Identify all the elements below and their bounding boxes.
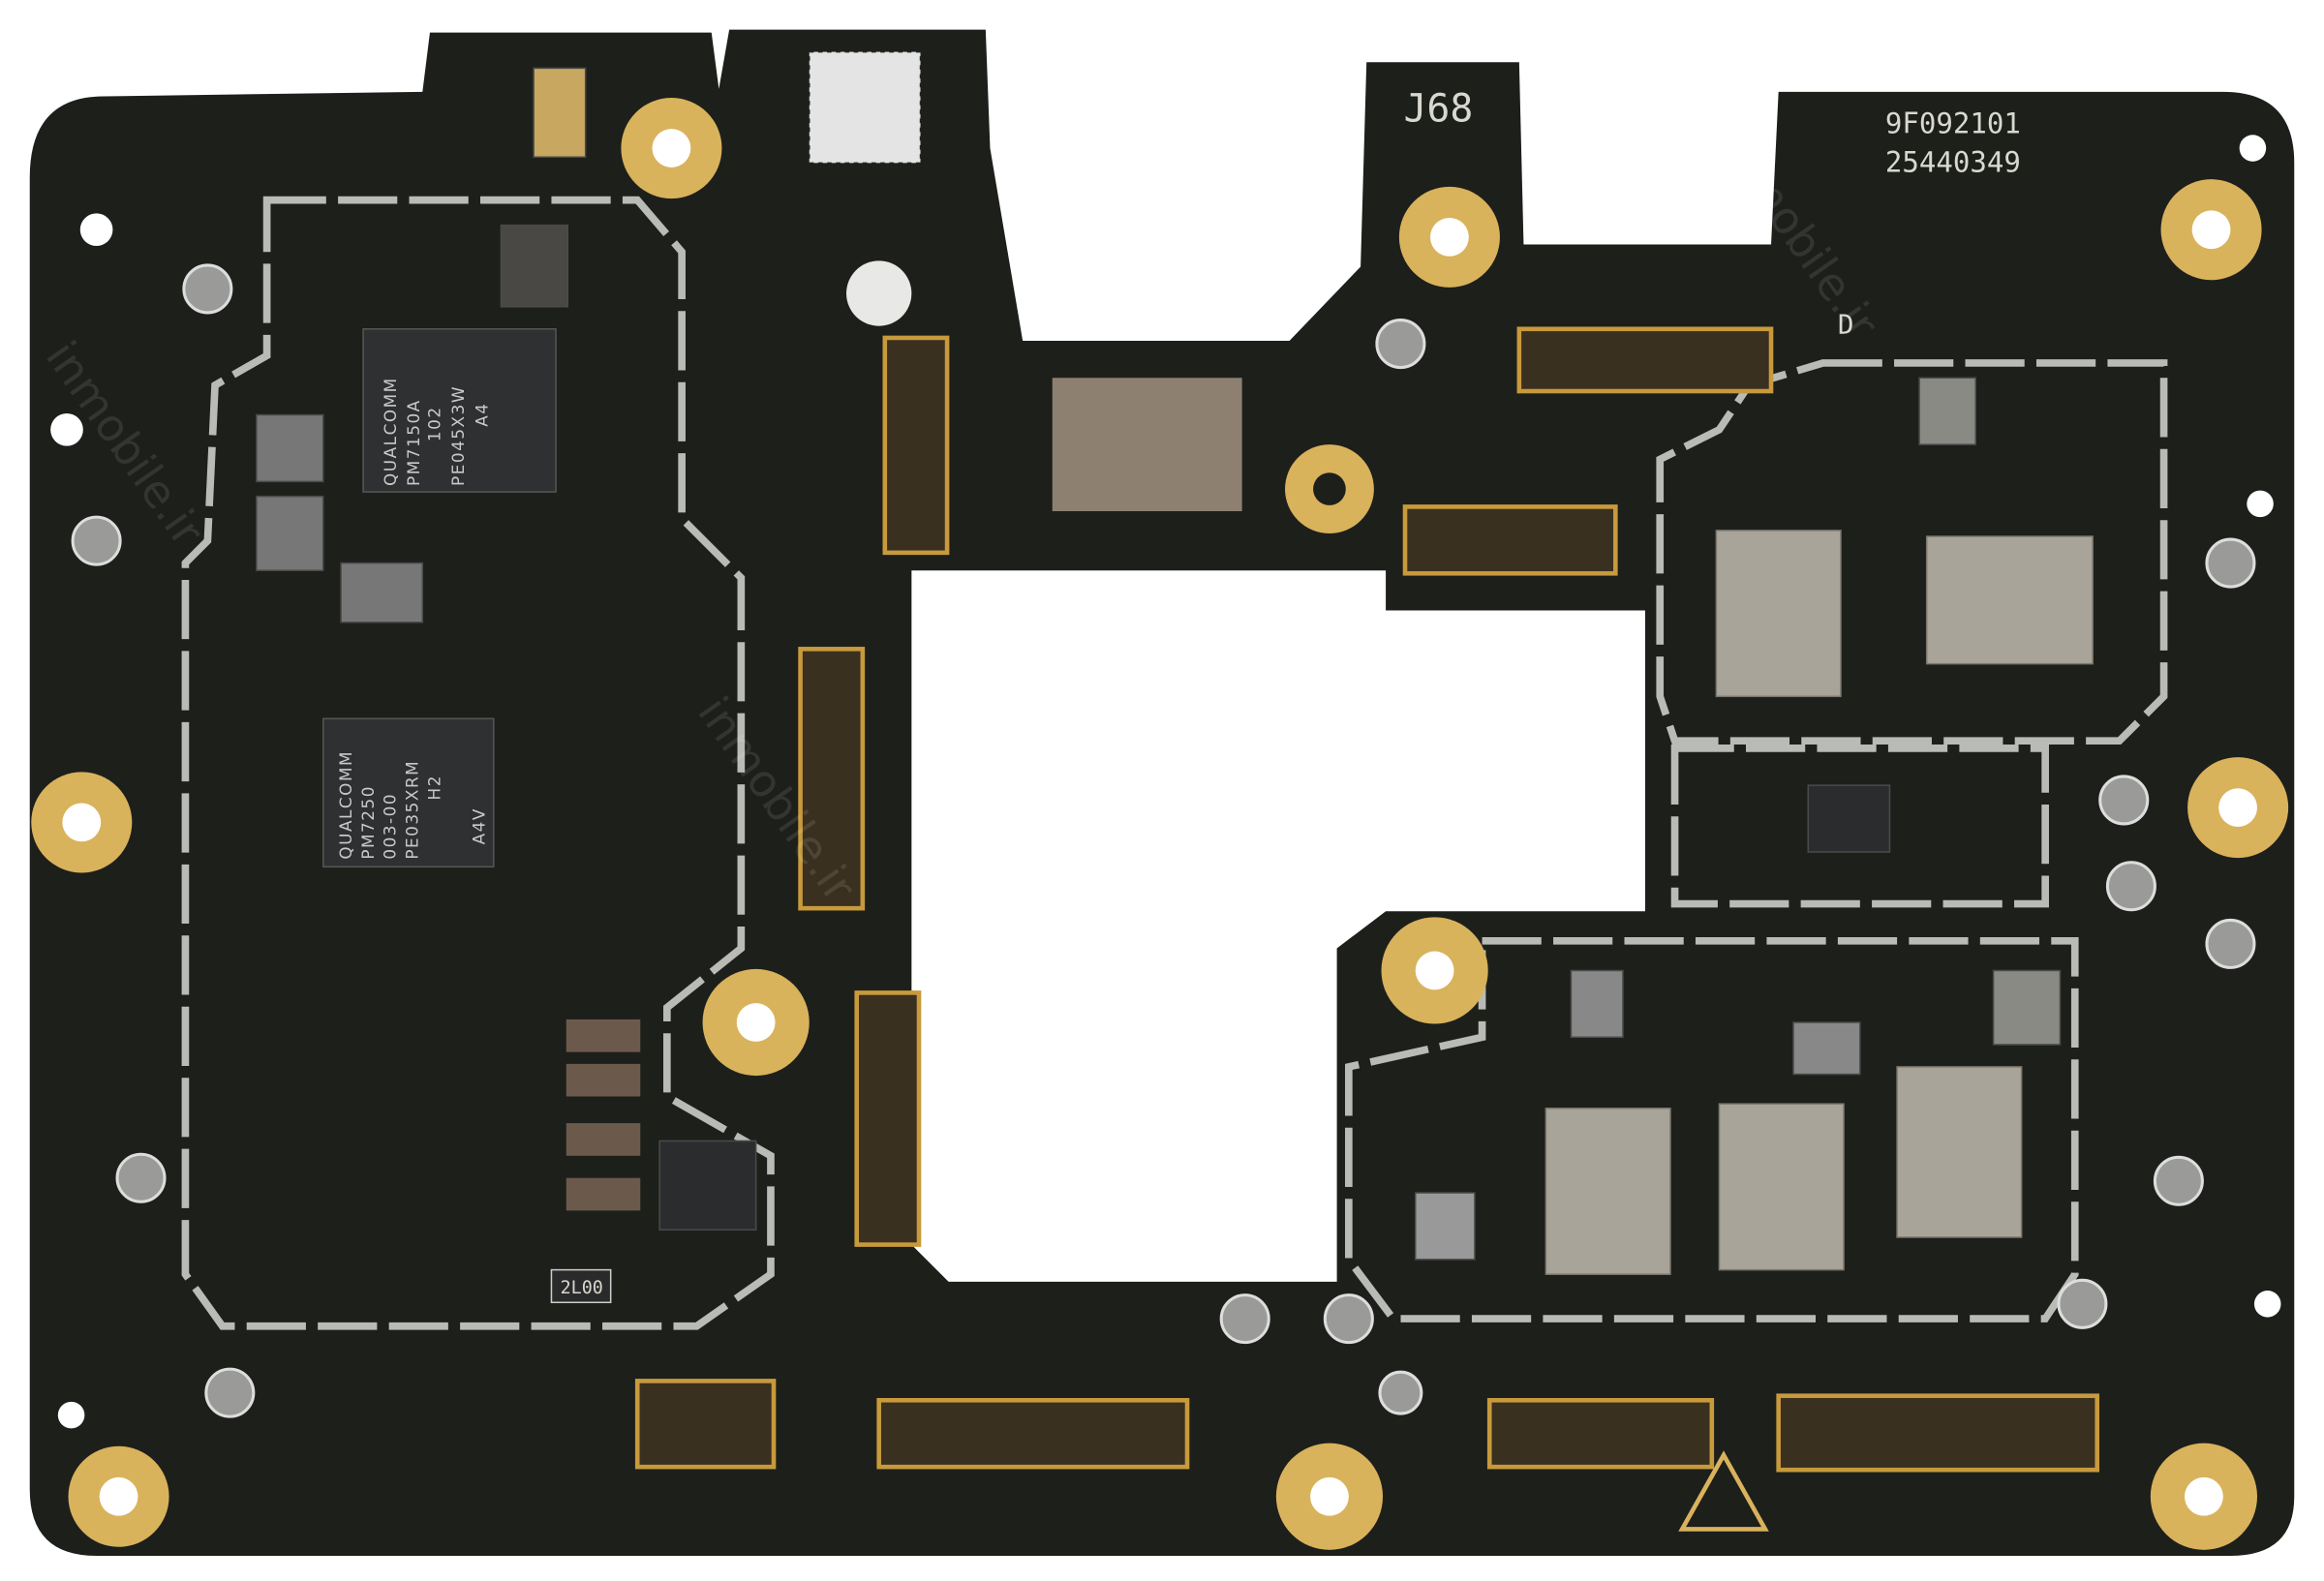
pmic-chip-pm7150a: QUALCOMM PM7150A 102 PE045X3W A4 — [362, 327, 557, 493]
small-ics — [256, 67, 2062, 1261]
mounting-hole — [31, 772, 133, 873]
chip-text: 003-00 — [381, 793, 400, 860]
esd-warning-icon — [1678, 1450, 1769, 1532]
chip-text: 102 — [425, 406, 444, 441]
mounting-holes — [31, 98, 2289, 1550]
connector — [1516, 326, 1774, 394]
chip-text: H2 — [425, 775, 444, 800]
mounting-hole — [1398, 186, 1500, 288]
mesh-pad — [1052, 378, 1242, 512]
rf-shield-frames — [181, 196, 2168, 1330]
serial-number-line1: 9F092101 — [1885, 107, 2021, 140]
pmic-chip-pm7250: QUALCOMM PM7250 003-00 PE035XRM H2 A4V — [321, 717, 495, 868]
chip-text: QUALCOMM — [336, 750, 355, 860]
connector — [1402, 504, 1618, 576]
data-matrix-code — [808, 50, 922, 165]
rf-sockets — [71, 263, 2256, 1418]
connector — [1776, 1393, 2100, 1473]
mounting-hole — [702, 968, 810, 1077]
mounting-hole — [621, 98, 722, 199]
component-label: 2L00 — [561, 1278, 603, 1298]
mounting-hole — [2160, 179, 2262, 281]
mounting-hole — [68, 1445, 169, 1547]
serial-number-line2: 25440349 — [1885, 146, 2021, 179]
connector-label: J68 — [1403, 86, 1473, 131]
connector — [854, 990, 922, 1247]
mounting-hole — [1285, 444, 1374, 533]
pad-label: D — [1838, 309, 1854, 340]
connector — [882, 335, 950, 556]
chip-text: A4 — [473, 402, 492, 426]
connector — [634, 1379, 777, 1470]
connector — [876, 1397, 1190, 1470]
connector — [1486, 1397, 1715, 1470]
mounting-hole — [1275, 1443, 1384, 1550]
passive-components — [566, 1019, 641, 1211]
chip-text: PE035XRM — [403, 760, 422, 860]
mounting-hole — [2150, 1443, 2258, 1550]
rf-modules — [1544, 530, 2094, 1275]
chip-text: PE045X3W — [448, 385, 468, 486]
chip-text: PM7150A — [404, 399, 423, 486]
chip-text: A4V — [470, 807, 489, 844]
connectors — [634, 326, 2100, 1473]
mounting-hole — [1381, 917, 1488, 1024]
mounting-hole — [2187, 757, 2289, 859]
chip-text: PM7250 — [358, 785, 378, 860]
connector — [798, 647, 866, 911]
chip-text: QUALCOMM — [381, 377, 400, 486]
